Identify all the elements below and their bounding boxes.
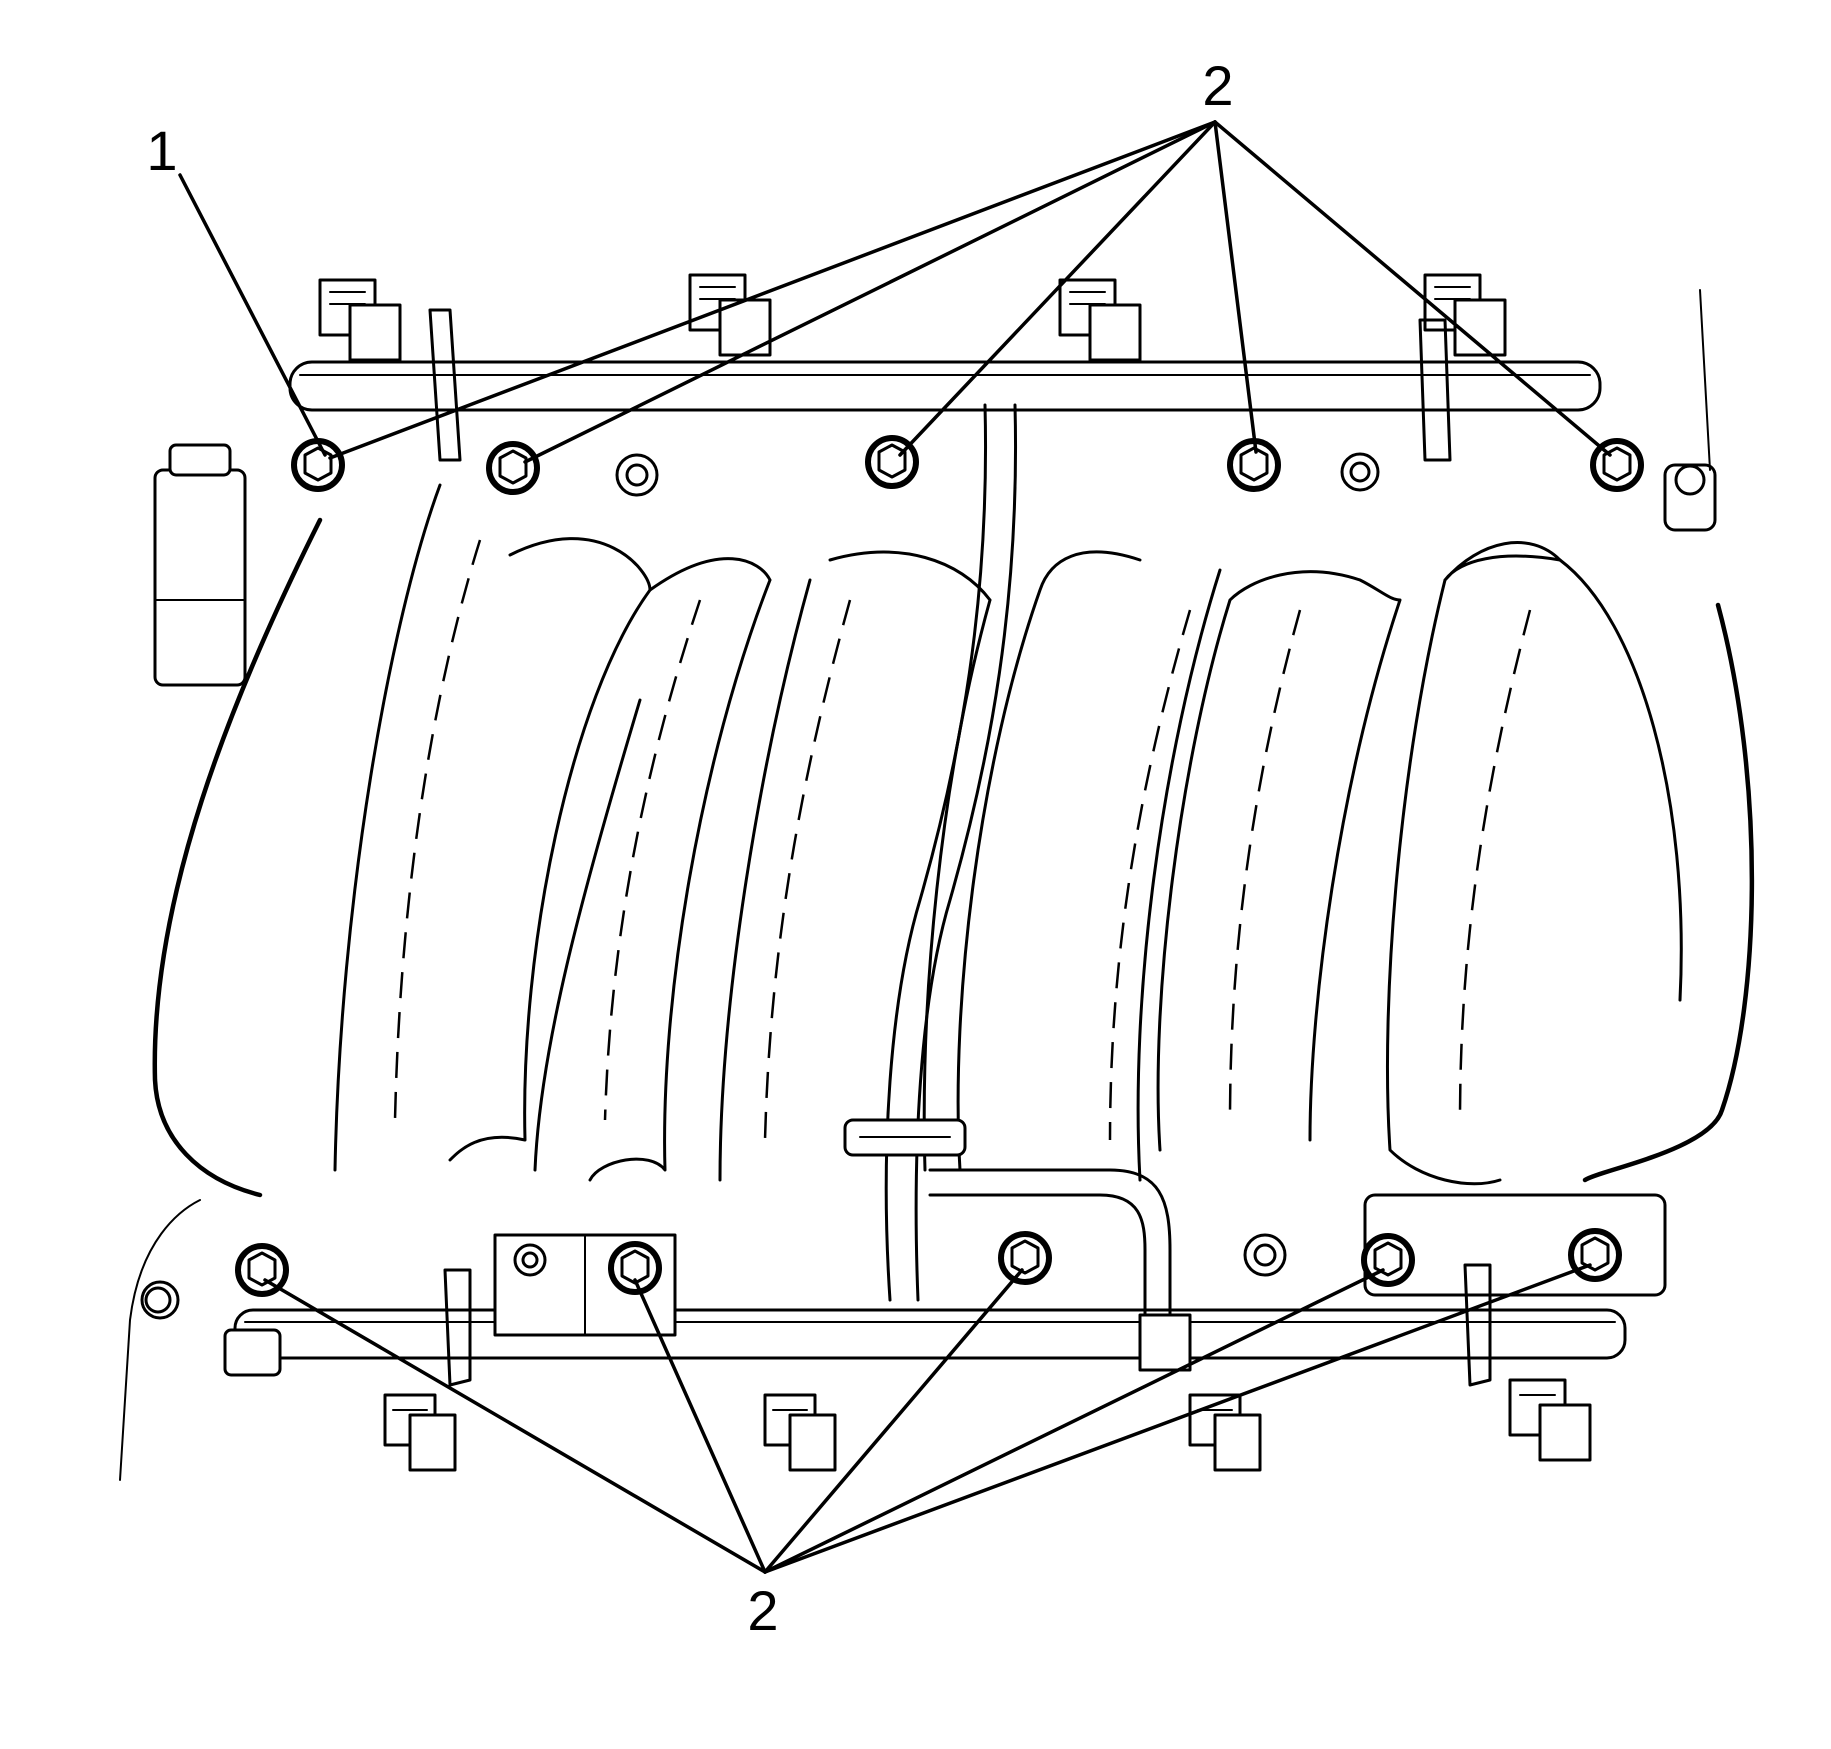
leader-2-bottom-d [763, 1268, 1385, 1574]
lower-left-sensor [119, 1199, 282, 1481]
top-injector-connectors [318, 273, 1507, 462]
leader-2-bottom-c [763, 1268, 1024, 1574]
leader-2-top-b [523, 120, 1217, 464]
bolt-bottom-1 [235, 1243, 289, 1297]
runner-2-dash [603, 599, 702, 1121]
bolt-bottom-2 [608, 1241, 662, 1295]
callout-1: 1 [146, 119, 177, 182]
runner-3 [718, 550, 992, 1182]
runner-4 [956, 550, 1222, 1182]
bolt-bottom-5 [1568, 1228, 1622, 1282]
left-side-connector [153, 443, 247, 687]
bolt-top-2 [486, 441, 540, 495]
runner-4-dash [1108, 609, 1192, 1141]
top-bracket-studs [615, 452, 1380, 497]
bottom-injector-connectors [383, 1263, 1592, 1472]
runner-5-dash [1228, 609, 1302, 1121]
leader-2-top-e [1213, 120, 1612, 457]
runner-3-dash [763, 599, 852, 1141]
intake-manifold [152, 483, 1755, 1198]
leader-2-top-d [1213, 120, 1258, 454]
manifold-bolts [144, 435, 1706, 1314]
crossover-hose [884, 403, 1018, 1302]
leader-1 [178, 173, 327, 457]
runner-6-dash [1458, 609, 1532, 1121]
runner-1-dash [393, 539, 482, 1121]
top-fuel-rail-tube [288, 360, 1602, 412]
runner-6-outer [1558, 558, 1683, 1002]
manifold-outer-left-edge [152, 517, 323, 1198]
runner-5 [1156, 570, 1402, 1152]
callout-2-bottom: 2 [747, 1579, 778, 1642]
leader-2-top-c [898, 120, 1217, 457]
center-clip [843, 1118, 967, 1157]
bottom-fuel-rail-tube [233, 1308, 1627, 1360]
leader-2-bottom-b [633, 1278, 767, 1574]
manifold-outer-right-edge [1582, 602, 1755, 1183]
callout-2-top: 2 [1202, 54, 1233, 117]
leader-2-bottom-e [763, 1263, 1592, 1574]
hard-line-fitting [1138, 1313, 1192, 1372]
bottom-hard-line [928, 1168, 1172, 1332]
runner-2 [533, 557, 772, 1182]
runner-6 [1385, 541, 1562, 1186]
top-fuel-rail [288, 360, 1602, 1302]
leader-2-bottom-a [263, 1278, 767, 1574]
bolt-bottom-3 [998, 1231, 1052, 1285]
leader-lines [178, 120, 1612, 1574]
runner-1 [333, 483, 652, 1172]
leader-2-top-a [328, 120, 1217, 460]
bolt-top-1 [291, 438, 345, 492]
